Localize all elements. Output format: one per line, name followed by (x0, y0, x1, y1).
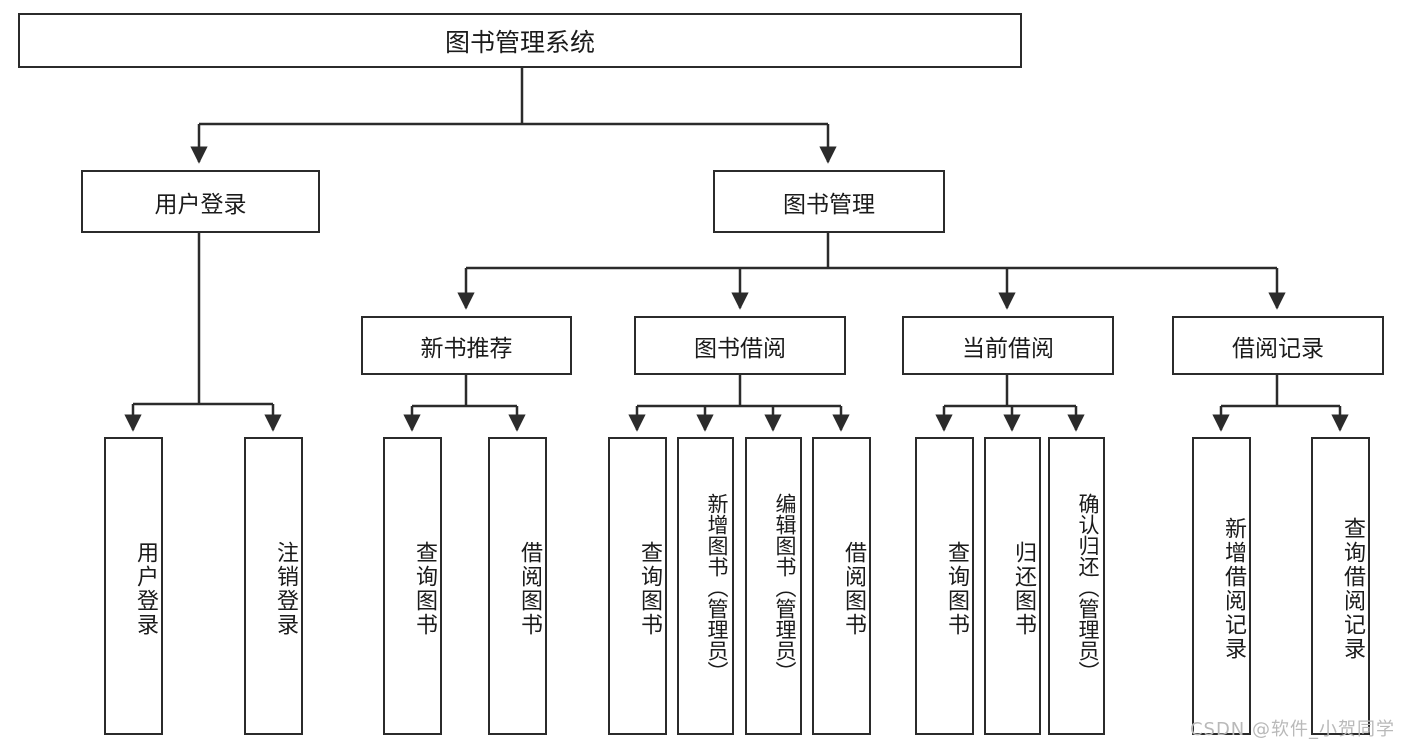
leaf-borrow-record-add[interactable]: 新增借阅记录 (1192, 437, 1251, 735)
node-borrow-record[interactable]: 借阅记录 (1172, 316, 1384, 375)
node-new-book-recommend-label: 新书推荐 (420, 335, 513, 362)
leaf-book-borrow-add[interactable]: 新增图书（管理员） (677, 437, 734, 735)
node-current-borrow[interactable]: 当前借阅 (902, 316, 1114, 375)
node-book-manage[interactable]: 图书管理 (713, 170, 945, 233)
node-root-label: 图书管理系统 (444, 27, 595, 57)
leaf-book-borrow-add-label: 新增图书（管理员） (705, 492, 729, 682)
node-user-login[interactable]: 用户登录 (81, 170, 320, 233)
node-root[interactable]: 图书管理系统 (18, 13, 1022, 68)
leaf-user-login-login[interactable]: 用户登录 (104, 437, 163, 735)
leaf-book-borrow-edit[interactable]: 编辑图书（管理员） (745, 437, 802, 735)
leaf-new-book-borrow-label: 借阅图书 (517, 541, 542, 637)
node-user-login-label: 用户登录 (154, 191, 247, 218)
leaf-current-borrow-query-label: 查询图书 (944, 541, 969, 637)
leaf-book-borrow-edit-label: 编辑图书（管理员） (773, 492, 797, 682)
leaf-book-borrow-query-label: 查询图书 (637, 541, 662, 637)
leaf-book-borrow-borrow-label: 借阅图书 (841, 541, 866, 637)
leaf-book-borrow-query[interactable]: 查询图书 (608, 437, 667, 735)
node-book-manage-label: 图书管理 (783, 191, 875, 218)
node-new-book-recommend[interactable]: 新书推荐 (361, 316, 572, 375)
leaf-current-borrow-confirm-label: 确认归还（管理员） (1076, 492, 1100, 682)
leaf-new-book-borrow[interactable]: 借阅图书 (488, 437, 547, 735)
node-book-borrow[interactable]: 图书借阅 (634, 316, 846, 375)
leaf-current-borrow-return[interactable]: 归还图书 (984, 437, 1041, 735)
csdn-watermark: CSDN @软件_小贺同学 (1189, 719, 1395, 740)
leaf-new-book-query-label: 查询图书 (412, 541, 437, 637)
leaf-borrow-record-query[interactable]: 查询借阅记录 (1311, 437, 1370, 735)
node-current-borrow-label: 当前借阅 (962, 335, 1054, 362)
leaf-current-borrow-query[interactable]: 查询图书 (915, 437, 974, 735)
leaf-current-borrow-confirm[interactable]: 确认归还（管理员） (1048, 437, 1105, 735)
leaf-borrow-record-query-label: 查询借阅记录 (1340, 517, 1365, 661)
leaf-current-borrow-return-label: 归还图书 (1011, 541, 1036, 637)
leaf-user-login-logout[interactable]: 注销登录 (244, 437, 303, 735)
node-book-borrow-label: 图书借阅 (694, 335, 786, 362)
leaf-user-login-login-label: 用户登录 (133, 541, 158, 637)
leaf-new-book-query[interactable]: 查询图书 (383, 437, 442, 735)
leaf-user-login-logout-label: 注销登录 (273, 541, 298, 637)
leaf-borrow-record-add-label: 新增借阅记录 (1221, 517, 1246, 661)
node-borrow-record-label: 借阅记录 (1232, 335, 1324, 362)
leaf-book-borrow-borrow[interactable]: 借阅图书 (812, 437, 871, 735)
